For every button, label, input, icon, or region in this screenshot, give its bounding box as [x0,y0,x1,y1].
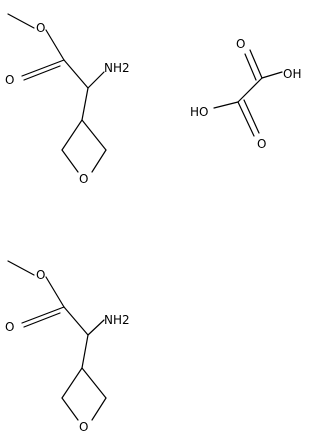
molecule-oxalic-acid: OH O HO O [190,37,301,151]
bond-carbonyl-double-1 [21,306,65,324]
bond-methyl-ester-o [7,13,35,29]
bond-ring-c4-o [91,397,107,421]
bond-ester-o-carbonyl-c [45,276,65,308]
bond-ring-c3-c4 [81,119,107,151]
bond-c1-c2 [237,77,263,103]
bond-ring-c2-o [61,149,79,173]
bond-methyl-ester-o [7,260,35,276]
bond-ester-o-carbonyl-c [45,29,65,61]
bond-carbonyl-double-1 [21,59,65,77]
atom-amine: NH2 [104,313,130,327]
bond-ring-c2-o [61,397,79,421]
bond-c1-carbonyl-2 [244,53,257,81]
bond-ring-c3-c2 [61,119,83,151]
molecule-amino-ester-bottom: O O NH2 O [5,260,130,434]
atom-ester-oxygen: O [36,268,45,282]
atom-hydroxyl-right: OH [283,67,301,81]
bond-ring-c3-c2 [61,367,83,399]
molecule-amino-ester-top: O O NH2 O [5,13,130,186]
bond-alpha-ring [81,87,89,121]
atom-carbonyl-oxygen: O [5,73,14,87]
bond-alpha-ring [81,334,89,369]
atom-carbonyl-bottom: O [257,137,266,151]
atom-carbonyl-oxygen: O [5,320,14,334]
bond-c2-carbonyl-2 [243,99,260,134]
bond-carbonyl-alpha [63,59,89,89]
bond-c2-carbonyl-1 [237,101,255,137]
bond-ring-c4-o [91,149,107,173]
bond-c1-hydroxyl [261,71,283,79]
atom-ring-oxygen: O [79,420,88,434]
bond-carbonyl-double-2 [23,312,61,328]
bond-carbonyl-double-2 [23,65,61,81]
atom-amine: NH2 [104,61,130,75]
bond-ring-c3-c4 [81,367,107,399]
bond-c1-carbonyl-1 [249,49,263,79]
bond-alpha-amine [87,71,105,89]
atom-ester-oxygen: O [36,21,45,35]
atom-carbonyl-top: O [236,37,245,51]
bond-c2-hydroxyl [213,101,239,109]
bond-alpha-amine [87,319,105,336]
atom-hydroxyl-left: HO [190,105,208,119]
bond-carbonyl-alpha [63,306,89,336]
atom-ring-oxygen: O [79,172,88,186]
